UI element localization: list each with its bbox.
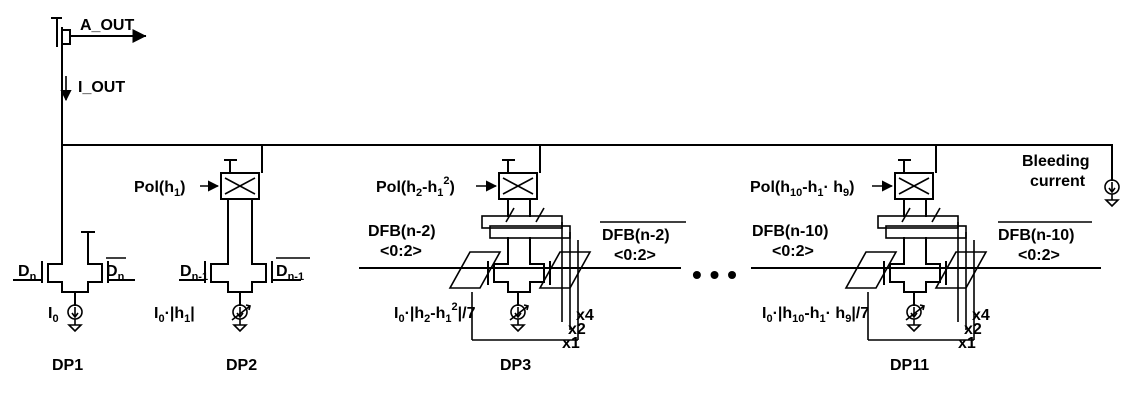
ground-icon: [511, 318, 525, 332]
dp1-cell: [13, 231, 135, 332]
dp11-dfb-right-2: <0:2>: [1018, 247, 1060, 264]
a-out-label: A_OUT: [80, 17, 134, 34]
dp3-dfb-right-1: DFB(n-2): [602, 227, 670, 244]
dp3-name: DP3: [500, 357, 531, 374]
dp2-pol-label: Pol(h1): [134, 179, 185, 199]
dp11-x1-label: x1: [958, 335, 976, 352]
dp3-x2-label: x2: [568, 321, 586, 338]
dp11-x2-label: x2: [964, 321, 982, 338]
dp11-dfb-right-1: DFB(n-10): [998, 227, 1074, 244]
dp2-cell: [179, 144, 301, 332]
bleeding-current-source-icon: [1104, 179, 1120, 195]
ground-icon: [1105, 193, 1119, 207]
ellipsis: • • •: [692, 259, 737, 290]
dp11-pol-label: Pol(h10-h1· h9): [750, 179, 854, 199]
dp1-d-right: Dn: [106, 263, 125, 283]
dp11-x4-label: x4: [972, 307, 990, 324]
dp1-current-label: I0: [48, 305, 59, 325]
ground-icon: [907, 318, 921, 332]
ground-icon: [233, 318, 247, 332]
dp11-variable-current-source-icon: [905, 304, 925, 321]
dp3-current-label: I0·|h2-h12|/7: [394, 301, 476, 325]
dp1-current-source-icon: [67, 304, 83, 320]
bleeding-label-line2: current: [1030, 173, 1086, 190]
dp11-current-label: I0·|h10-h1· h9|/7: [762, 305, 869, 325]
dp3-cell: [359, 144, 681, 341]
ground-icon: [68, 318, 82, 332]
dp1-d-left: Dn: [18, 263, 37, 283]
dp1-name: DP1: [52, 357, 83, 374]
dp3-x4-label: x4: [576, 307, 594, 324]
dp2-d-right: Dn-1: [276, 263, 304, 283]
dp2-variable-current-source-icon: [231, 304, 251, 321]
dp2-d-left: Dn-1: [180, 263, 208, 283]
dp11-dfb-left-1: DFB(n-10): [752, 223, 828, 240]
dp3-dfb-left-1: DFB(n-2): [368, 223, 436, 240]
i-out-label: I_OUT: [78, 79, 125, 96]
dp2-name: DP2: [226, 357, 257, 374]
dp3-x1-label: x1: [562, 335, 580, 352]
dp3-pol-label: Pol(h2-h12): [376, 175, 455, 199]
dp11-name: DP11: [890, 357, 929, 374]
dp3-variable-current-source-icon: [509, 304, 529, 321]
bleeding-label-line1: Bleeding: [1022, 153, 1090, 170]
dp11-cell: [751, 144, 1101, 341]
dp3-dfb-right-2: <0:2>: [614, 247, 656, 264]
dp3-dfb-left-2: <0:2>: [380, 243, 422, 260]
dp2-current-label: I0·|h1|: [154, 305, 195, 325]
dp11-dfb-left-2: <0:2>: [772, 243, 814, 260]
